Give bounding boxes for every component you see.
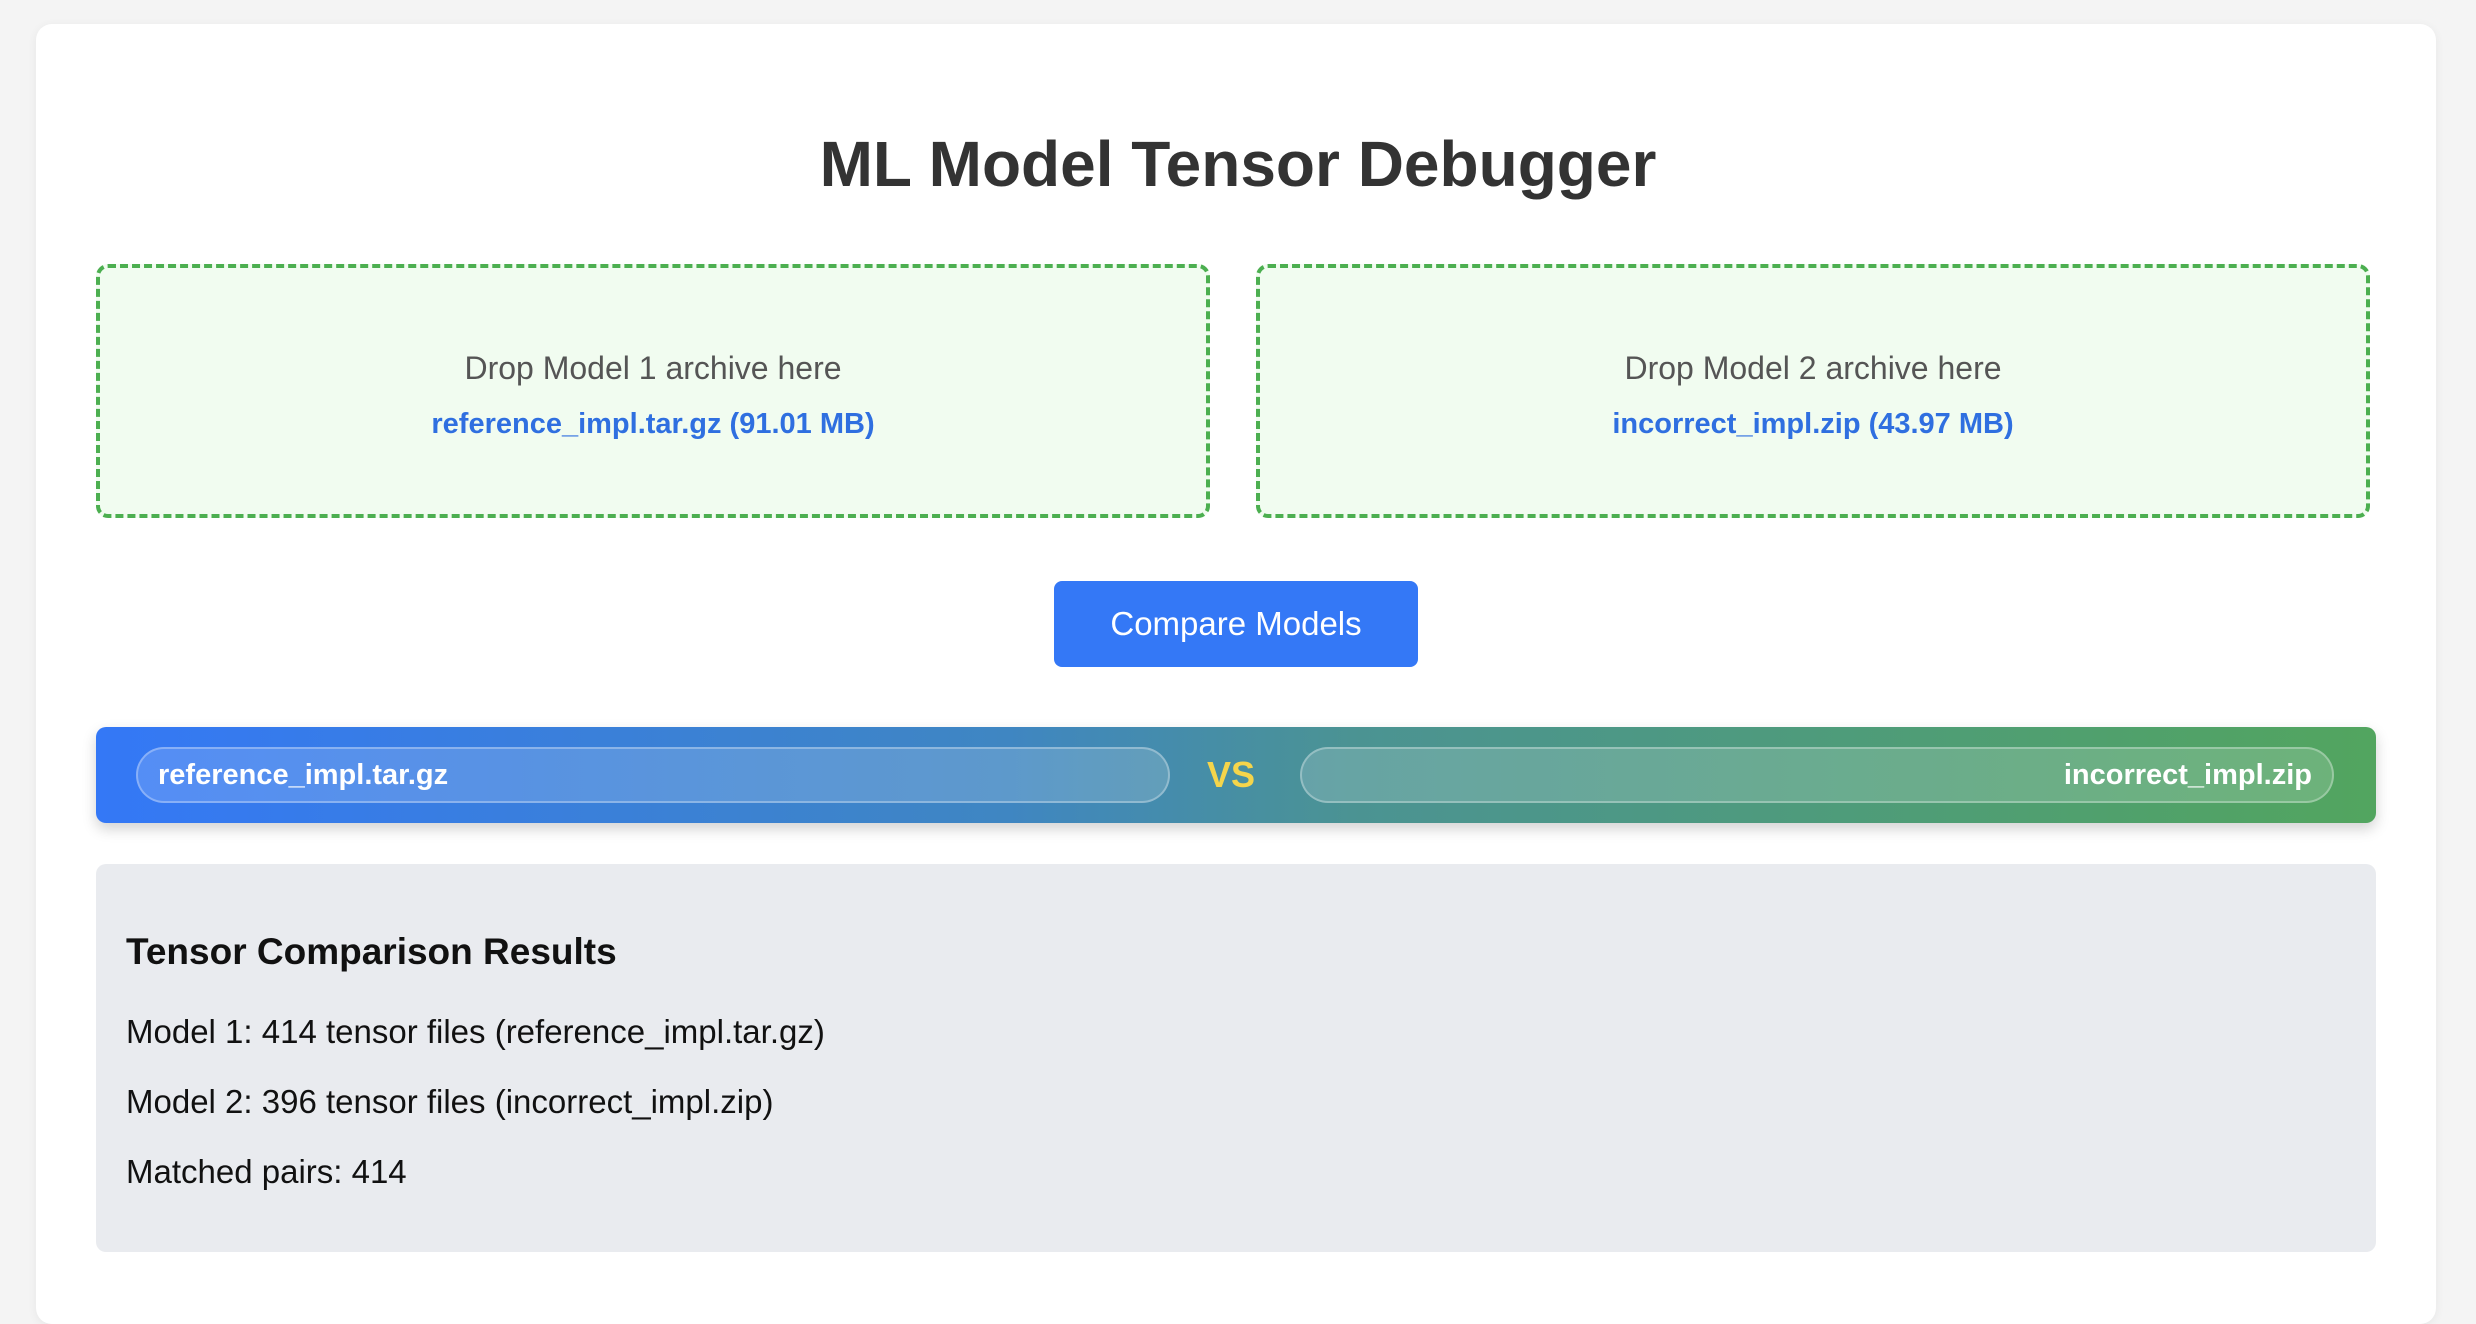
model-1-tensor-count: Model 1: 414 tensor files (reference_imp…: [126, 1013, 825, 1050]
model-1-file-name: reference_impl.tar.gz (91.01 MB): [431, 408, 875, 440]
model-2-tensor-count: Model 2: 396 tensor files (incorrect_imp…: [126, 1083, 774, 1120]
model-2-dropzone-label: Drop Model 2 archive here: [1624, 350, 2002, 386]
model-1-name-pill: reference_impl.tar.gz: [136, 747, 1170, 803]
results-panel: Tensor Comparison Results Model 1: 414 t…: [96, 864, 2376, 1252]
model-1-dropzone[interactable]: Drop Model 1 archive here reference_impl…: [96, 264, 1210, 518]
model-1-dropzone-label: Drop Model 1 archive here: [464, 350, 842, 386]
model-2-file-name: incorrect_impl.zip (43.97 MB): [1612, 408, 2014, 440]
results-title: Tensor Comparison Results: [126, 931, 617, 972]
page-title: ML Model Tensor Debugger: [819, 128, 1657, 200]
matched-pairs-count: Matched pairs: 414: [126, 1153, 407, 1190]
compare-models-button[interactable]: Compare Models: [1054, 581, 1418, 667]
model-vs-bar: reference_impl.tar.gz VS incorrect_impl.…: [96, 727, 2376, 823]
model-2-name-pill: incorrect_impl.zip: [1300, 747, 2334, 803]
vs-label: VS: [1206, 754, 1256, 795]
model-2-dropzone[interactable]: Drop Model 2 archive here incorrect_impl…: [1256, 264, 2370, 518]
